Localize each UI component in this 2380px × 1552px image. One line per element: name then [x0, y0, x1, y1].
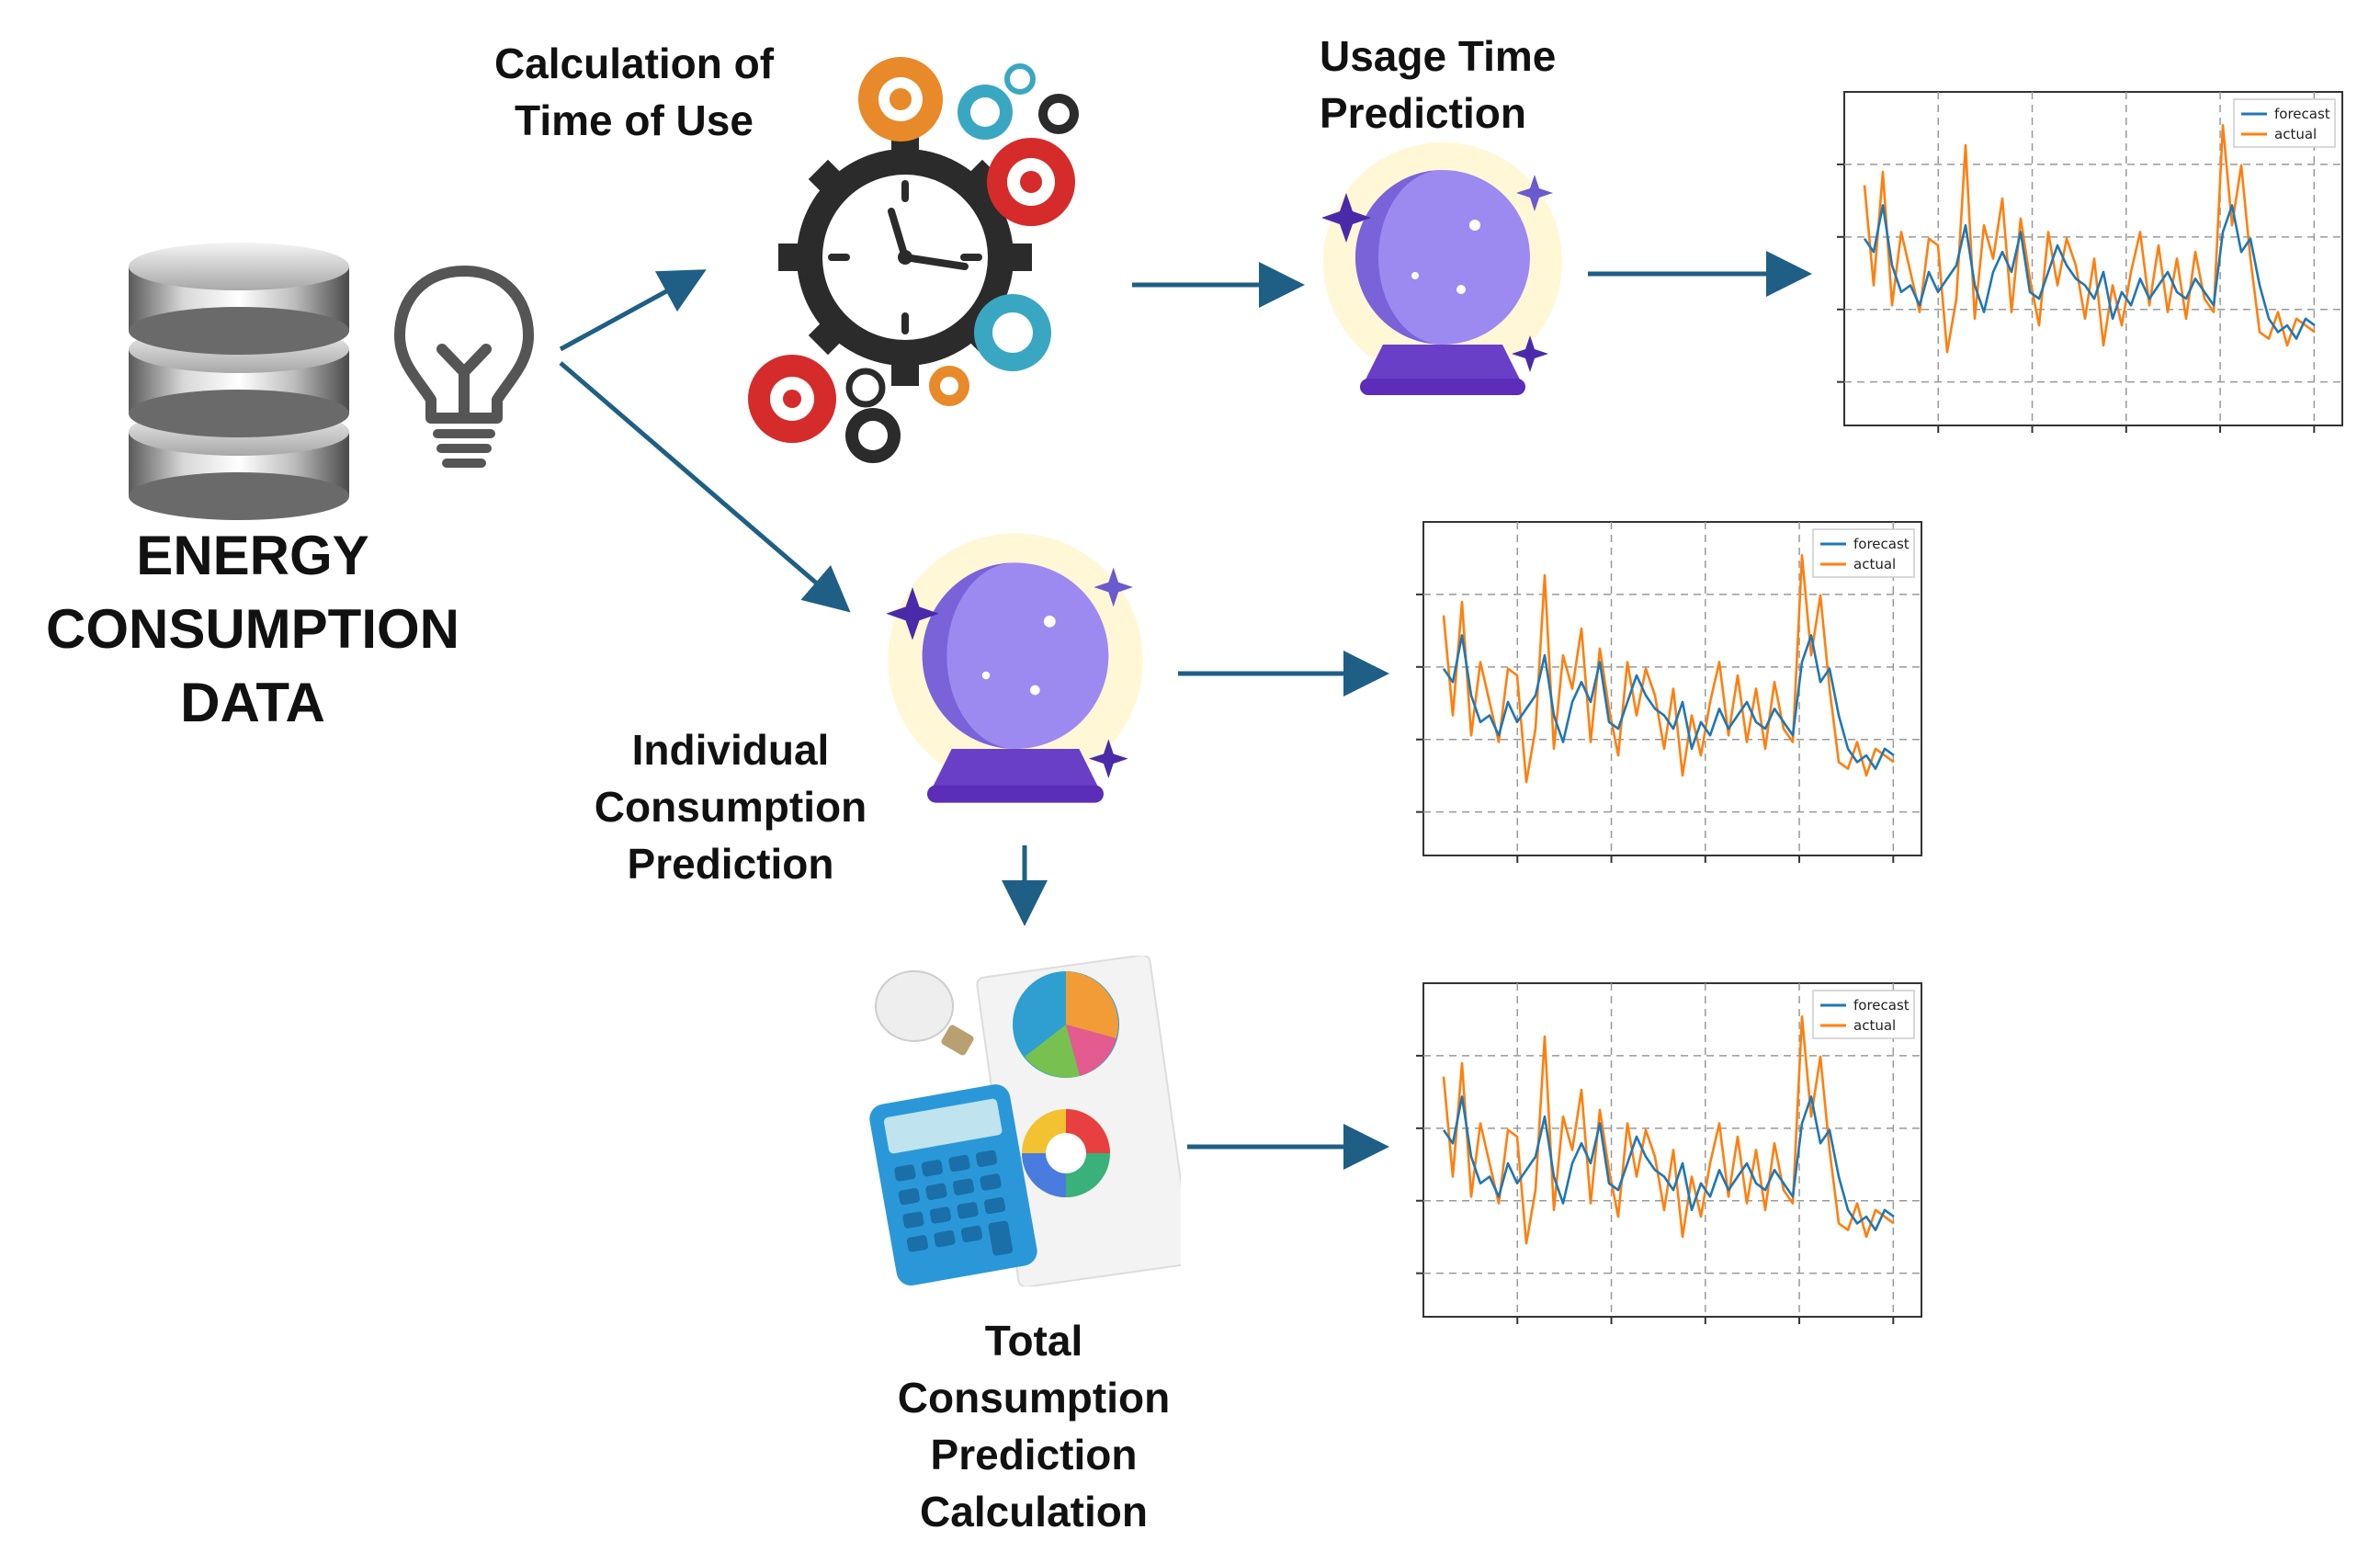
- light-bulb-icon: [394, 266, 534, 468]
- legend-label-forecast: forecast: [1853, 997, 1910, 1014]
- energy-consumption-data-label: ENERGY CONSUMPTION DATA: [46, 525, 459, 733]
- clock-gears-icon: [748, 57, 1079, 463]
- database-icon: [129, 243, 349, 520]
- individual-consumption-forecast-chart: forecast actual: [1416, 521, 1922, 863]
- legend-label-forecast: forecast: [1853, 536, 1910, 552]
- series-line-forecast: [1442, 1095, 1895, 1231]
- legend-label-forecast: forecast: [2274, 106, 2330, 122]
- legend: forecast actual: [1812, 990, 1915, 1039]
- legend-label-actual: actual: [2274, 126, 2317, 142]
- series-line-forecast: [1442, 634, 1895, 770]
- usage-time-forecast-chart: forecast actual: [1837, 91, 2343, 433]
- gridlines: [1423, 983, 1921, 1317]
- time-of-use-label: Calculation of Time of Use: [493, 40, 775, 144]
- usage-time-prediction-label: Usage Time Prediction: [1320, 32, 1557, 137]
- arrow-data-to-individual: [559, 361, 851, 613]
- series-line-forecast: [1863, 204, 2316, 340]
- arrow-data-to-time-of-use: [559, 269, 707, 352]
- calculator-charts-icon: [869, 956, 1181, 1286]
- crystal-ball-icon: [1321, 142, 1562, 395]
- total-consumption-forecast-chart: forecast actual: [1416, 982, 1922, 1324]
- total-consumption-prediction-calculation-label: Total Consumption Prediction Calculation: [897, 1317, 1171, 1535]
- legend-box: [1812, 528, 1915, 578]
- individual-consumption-prediction-label: Individual Consumption Prediction: [594, 726, 867, 888]
- legend: forecast actual: [2233, 98, 2336, 148]
- legend: forecast actual: [1812, 528, 1915, 578]
- legend-box: [1812, 990, 1915, 1039]
- series-line-actual: [1442, 1014, 1895, 1245]
- series-line-actual: [1863, 123, 2316, 354]
- legend-label-actual: actual: [1853, 1017, 1896, 1034]
- legend-box: [2233, 98, 2336, 148]
- crystal-ball-icon: [886, 533, 1143, 803]
- legend-label-actual: actual: [1853, 556, 1896, 572]
- series-line-actual: [1442, 553, 1895, 784]
